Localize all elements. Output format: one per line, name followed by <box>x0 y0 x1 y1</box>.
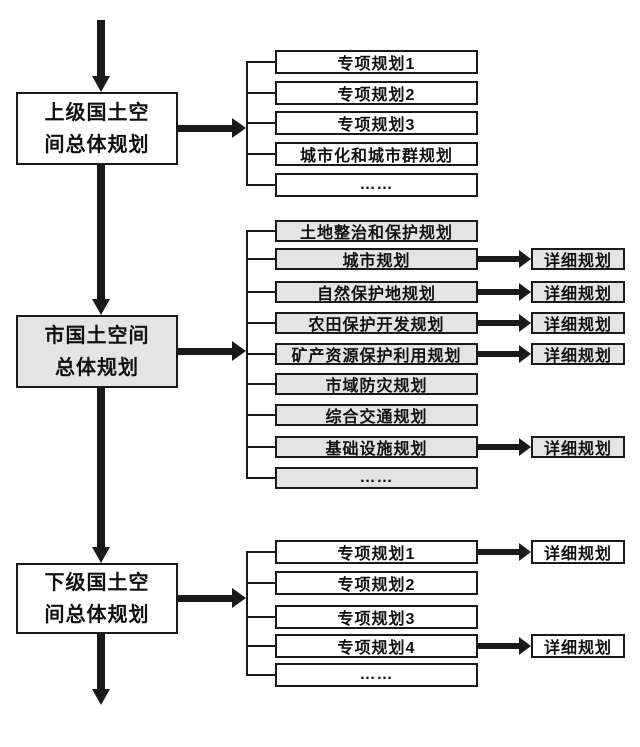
plan-node: 专项规划2 <box>275 81 478 105</box>
flow-arrow-into-upper-head <box>92 76 110 92</box>
plan-node-ellipsis: …… <box>275 173 478 197</box>
detail-plan-node: 详细规划 <box>531 634 625 658</box>
detail-arrow-head <box>519 345 531 363</box>
detail-plan-node: 详细规划 <box>531 436 625 458</box>
branch-stub <box>246 582 275 584</box>
detail-arrow-shaft <box>478 444 519 450</box>
branch-stub <box>246 383 275 385</box>
plan-node: 专项规划4 <box>275 634 478 658</box>
plan-node: 土地整治和保护规划 <box>275 220 478 242</box>
detail-arrow-head <box>519 438 531 456</box>
detail-arrow-shaft <box>478 351 519 357</box>
flow-arrow-city-to-lower-shaft <box>97 388 105 547</box>
branch-stub <box>246 230 275 232</box>
branch-stub <box>246 477 275 479</box>
node-city-master-plan: 市国土空间 总体规划 <box>16 315 178 388</box>
plan-node: 专项规划3 <box>275 111 478 135</box>
flow-arrow-into-upper-shaft <box>97 20 105 76</box>
detail-plan-node: 详细规划 <box>531 248 625 270</box>
branch-stub <box>246 153 275 155</box>
detail-arrow-shaft <box>478 643 519 649</box>
branch-stub <box>246 353 275 355</box>
plan-node-ellipsis: …… <box>275 663 478 687</box>
detail-arrow-shaft <box>478 549 519 555</box>
branch-arrow-city-head <box>232 341 246 361</box>
detail-plan-node: 详细规划 <box>531 343 625 365</box>
plan-node: 专项规划3 <box>275 605 478 629</box>
branch-arrow-lower-head <box>232 588 246 608</box>
branch-stub <box>246 645 275 647</box>
detail-arrow-head <box>519 250 531 268</box>
detail-plan-node: 详细规划 <box>531 312 625 334</box>
plan-node: 基础设施规划 <box>275 436 478 458</box>
flow-arrow-out-of-lower-shaft <box>97 634 105 689</box>
branch-spine-lower <box>246 551 248 676</box>
plan-node: 专项规划2 <box>275 571 478 595</box>
branch-stub <box>246 61 275 63</box>
branch-stub <box>246 414 275 416</box>
branch-stub <box>246 291 275 293</box>
detail-arrow-head <box>519 543 531 561</box>
detail-plan-node: 详细规划 <box>531 281 625 303</box>
detail-arrow-head <box>519 637 531 655</box>
plan-node: 综合交通规划 <box>275 404 478 426</box>
plan-node-ellipsis: …… <box>275 467 478 489</box>
flow-arrow-out-of-lower-head <box>92 689 110 705</box>
detail-arrow-shaft <box>478 289 519 295</box>
plan-node: 专项规划1 <box>275 50 478 74</box>
flow-arrow-city-to-lower-head <box>92 547 110 563</box>
branch-stub <box>246 674 275 676</box>
plan-node: 市域防灾规划 <box>275 373 478 395</box>
plan-node: 自然保护地规划 <box>275 281 478 303</box>
branch-stub <box>246 92 275 94</box>
branch-arrow-city-shaft <box>178 348 232 355</box>
branch-stub <box>246 322 275 324</box>
node-lower-master-plan: 下级国土空 间总体规划 <box>16 563 178 634</box>
node-upper-master-plan: 上级国土空 间总体规划 <box>16 92 178 165</box>
detail-arrow-shaft <box>478 320 519 326</box>
detail-arrow-head <box>519 314 531 332</box>
branch-stub <box>246 258 275 260</box>
branch-arrow-upper-shaft <box>178 125 232 132</box>
detail-arrow-shaft <box>478 256 519 262</box>
detail-plan-node: 详细规划 <box>531 540 625 564</box>
plan-node: 城市规划 <box>275 248 478 270</box>
branch-stub <box>246 616 275 618</box>
plan-node: 城市化和城市群规划 <box>275 142 478 166</box>
plan-node: 矿产资源保护利用规划 <box>275 343 478 365</box>
detail-arrow-head <box>519 283 531 301</box>
flow-arrow-upper-to-city-shaft <box>97 165 105 299</box>
branch-stub <box>246 446 275 448</box>
flow-arrow-upper-to-city-head <box>92 299 110 315</box>
branch-arrow-lower-shaft <box>178 595 232 602</box>
plan-node: 农田保护开发规划 <box>275 312 478 334</box>
plan-node: 专项规划1 <box>275 540 478 564</box>
branch-stub <box>246 122 275 124</box>
branch-arrow-upper-head <box>232 118 246 138</box>
branch-stub <box>246 184 275 186</box>
branch-stub <box>246 551 275 553</box>
